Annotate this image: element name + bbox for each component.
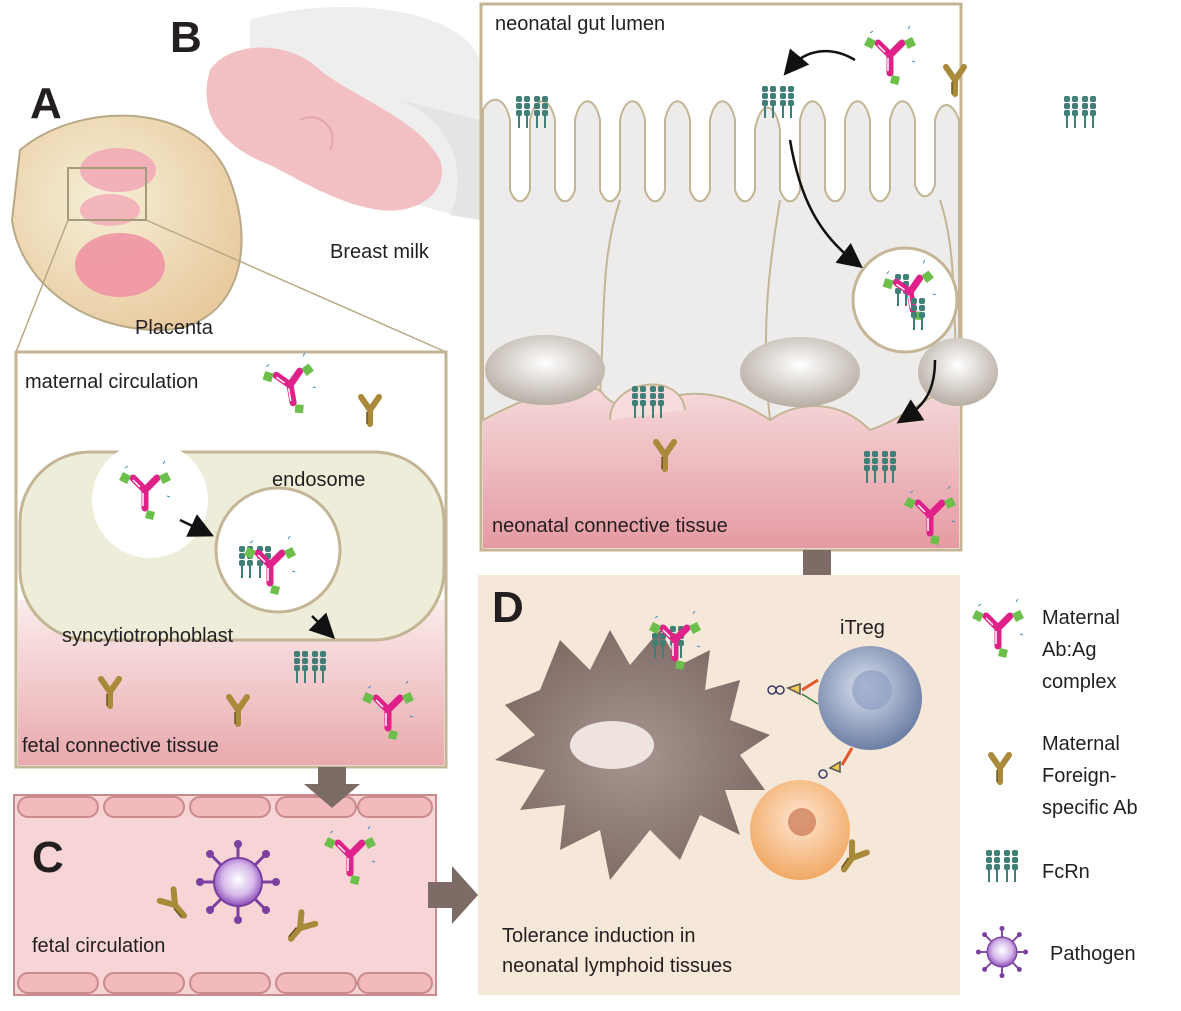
exocytosis-arrow	[896, 359, 937, 424]
panel-a: A Placenta	[10, 79, 447, 353]
legend: Maternal Ab:Ag complex Maternal Foreign-…	[972, 599, 1138, 979]
legend-antibody-line1: Maternal	[1042, 733, 1120, 755]
panel-b-gut: neonatal gut lumen neonatal connective t…	[479, 2, 1096, 552]
arrow-placenta-to-c	[304, 767, 360, 808]
baby-shape	[206, 47, 442, 211]
endocytosis-arrow	[788, 139, 863, 269]
panel-d: D iTreg Tolerance induction in neonatal …	[478, 575, 960, 995]
gut-lumen-label: neonatal gut lumen	[495, 13, 665, 35]
panel-letter-b: B	[170, 13, 202, 62]
breast-milk-label: Breast milk	[330, 241, 430, 263]
fetal-circulation-label: fetal circulation	[32, 935, 165, 957]
endothelial-cells-bottom	[17, 972, 433, 994]
endosome-label: endosome	[272, 469, 365, 491]
panel-letter-a: A	[30, 79, 62, 128]
nucleus	[485, 335, 605, 405]
legend-complex-line2: Ab:Ag	[1042, 639, 1096, 661]
legend-antibody-line3: specific Ab	[1042, 797, 1138, 819]
fcrn-icon	[986, 850, 1018, 882]
maternal-circulation-label: maternal circulation	[25, 371, 198, 393]
arrow-c-to-d	[428, 866, 478, 924]
syncytiotrophoblast-label: syncytiotrophoblast	[62, 625, 234, 647]
pinocytic-pocket	[92, 442, 208, 558]
immune-synapse	[767, 678, 854, 779]
panel-letter-c: C	[32, 833, 64, 882]
uptake-arrow	[783, 48, 856, 76]
fetus-shape	[80, 148, 156, 192]
pathogen-icon	[975, 925, 1029, 979]
pathogen	[194, 838, 282, 926]
nucleus	[740, 337, 860, 407]
itreg-label: iTreg	[840, 617, 885, 639]
antibody-icon	[991, 755, 1009, 782]
legend-pathogen-label: Pathogen	[1050, 943, 1136, 965]
dendritic-cell-nucleus	[570, 721, 654, 769]
legend-complex-line3: complex	[1042, 671, 1116, 693]
legend-complex-line1: Maternal	[1042, 607, 1120, 629]
endosome	[214, 486, 342, 614]
panel-letter-d: D	[492, 583, 524, 632]
release-arrow	[308, 612, 336, 640]
uptake-arrow	[179, 514, 215, 537]
tolerance-label-line2: neonatal lymphoid tissues	[502, 955, 732, 977]
nucleus	[918, 338, 998, 406]
zoom-box	[67, 167, 147, 221]
placenta-label: Placenta	[135, 317, 214, 339]
ab-ag-complex-icon	[972, 599, 1024, 658]
zoom-lines	[15, 219, 447, 353]
placenta-detail-panel: maternal circulation endosome syncytiotr…	[14, 352, 448, 769]
panel-b-baby: B Breast milk	[170, 7, 480, 263]
neonatal-connective-tissue-label: neonatal connective tissue	[492, 515, 728, 537]
endothelial-cells-top	[17, 796, 433, 818]
legend-fcrn-label: FcRn	[1042, 861, 1090, 883]
panel-c: C fetal circulation	[13, 794, 437, 996]
legend-antibody-line2: Foreign-	[1042, 765, 1116, 787]
tolerance-label-line1: Tolerance induction in	[502, 925, 695, 947]
fetal-connective-tissue-label: fetal connective tissue	[22, 735, 219, 757]
